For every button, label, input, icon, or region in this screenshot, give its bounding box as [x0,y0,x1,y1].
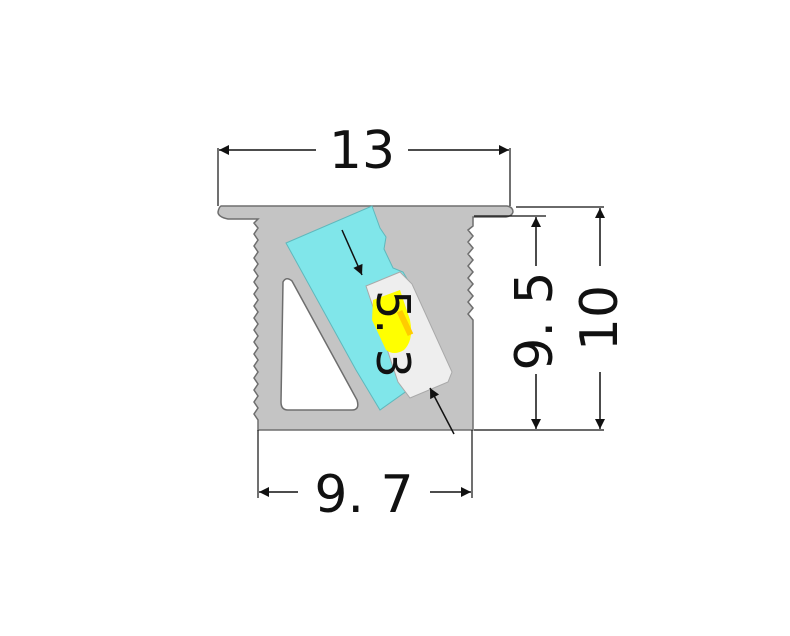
led-width-label: 5. 3 [366,290,420,378]
bottom-width-label: 9. 7 [314,465,413,525]
profile-cavity [280,278,359,411]
led-width-leader-top [341,229,363,276]
total-height-label: 10 [570,285,630,351]
led-chip-highlight [396,309,414,337]
led-chip [372,290,412,353]
inner-height-label: 9. 5 [505,271,565,370]
top-width-label: 13 [329,121,395,181]
led-width-leader-bottom [429,387,455,435]
